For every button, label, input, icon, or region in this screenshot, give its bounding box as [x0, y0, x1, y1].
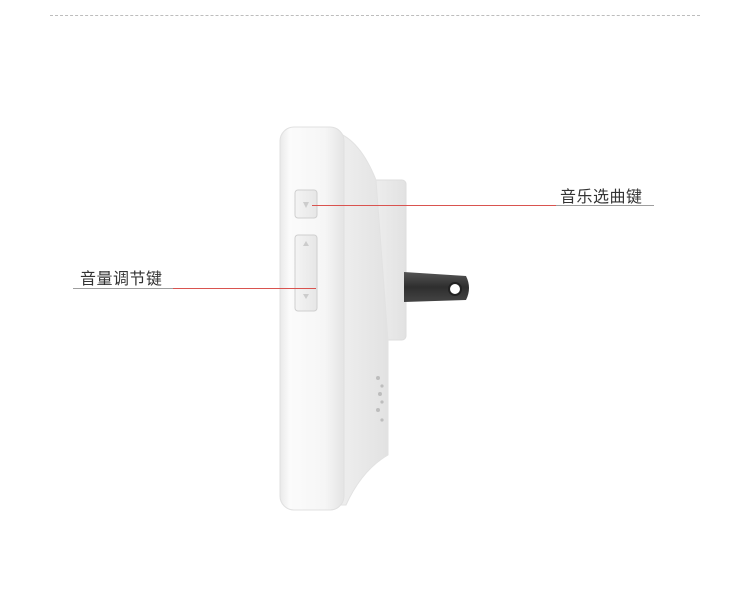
- speaker-holes: [376, 376, 384, 422]
- volume-key-label: 音量调节键: [80, 269, 163, 288]
- top-dashed-divider: [50, 15, 700, 16]
- volume-callout-line: [73, 288, 316, 289]
- music-select-arrow-icon: [303, 202, 309, 208]
- music-select-key-label: 音乐选曲键: [560, 187, 643, 206]
- volume-down-arrow-icon: [303, 294, 309, 299]
- music-select-callout-line: [312, 205, 654, 206]
- device-shoulder: [335, 131, 389, 506]
- volume-up-arrow-icon: [303, 241, 309, 246]
- volume-callout-underline: [73, 288, 173, 289]
- music-select-callout-underline: [556, 205, 654, 206]
- volume-rocker-button: [294, 234, 318, 312]
- plug-prong-hole: [448, 282, 462, 296]
- device-main-body: [279, 126, 345, 511]
